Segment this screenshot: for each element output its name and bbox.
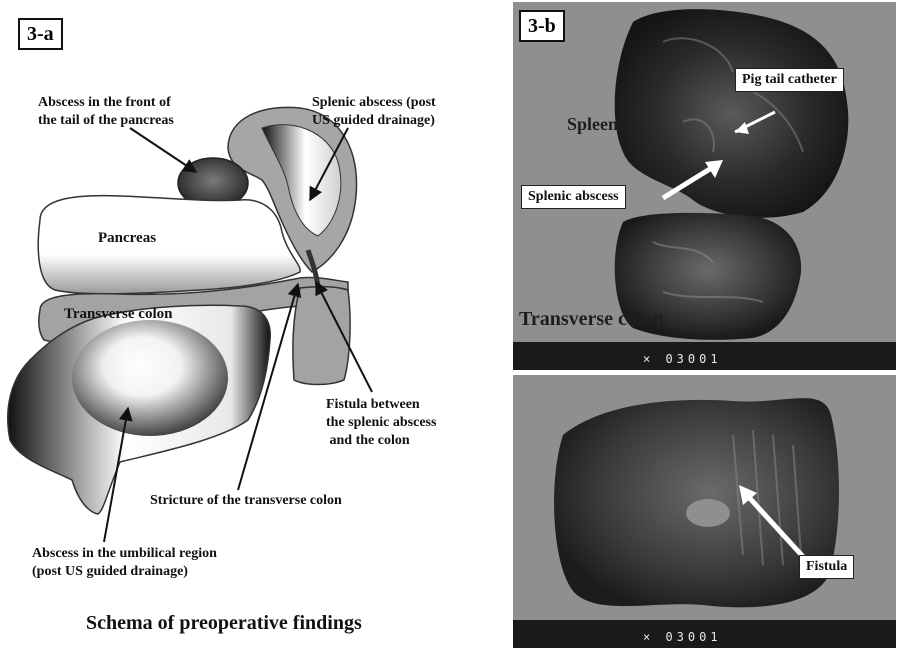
specimen-photo-top: 3-b Spleen Transverse colon Pig tail cat…	[513, 2, 896, 370]
label-splenic-abscess: Splenic abscess (post US guided drainage…	[312, 94, 436, 130]
label-pancreas: Pancreas	[98, 230, 156, 247]
label-transverse-colon: Transverse colon	[64, 306, 172, 323]
specimen-photo-bottom: Fistula × 03001	[513, 375, 896, 648]
label-fistula: Fistula between the splenic abscess and …	[326, 396, 436, 450]
pancreas-shape	[38, 196, 300, 294]
photo-label-spleen: Spleen	[567, 114, 618, 135]
panel-b-label: 3-b	[519, 10, 565, 42]
figure-caption: Schema of preoperative findings	[86, 612, 362, 635]
scale-bar-bottom: × 03001	[513, 620, 896, 648]
label-abscess-pancreas-tail: Abscess in the front of the tail of the …	[38, 94, 174, 130]
schema-panel: 3-a Abscess in the front of the tail of …	[0, 0, 510, 650]
descending-colon-shape	[293, 287, 350, 385]
specimen-bottom-drawing	[513, 375, 896, 648]
scale-text-bottom: × 03001	[643, 630, 722, 644]
callout-fistula: Fistula	[799, 555, 854, 579]
label-stricture: Stricture of the transverse colon	[150, 492, 342, 510]
arrow-pancreas-tail	[130, 128, 196, 172]
panel-a-label: 3-a	[18, 18, 63, 50]
scale-bar-top: × 03001	[513, 342, 896, 370]
callout-pig-tail-catheter: Pig tail catheter	[735, 68, 844, 92]
callout-splenic-abscess: Splenic abscess	[521, 185, 626, 209]
spleen-specimen	[615, 9, 849, 218]
photo-label-transverse-colon: Transverse colon	[519, 308, 664, 331]
label-umbilical-abscess: Abscess in the umbilical region (post US…	[32, 545, 217, 581]
fistula-hole	[686, 499, 730, 527]
scale-text-top: × 03001	[643, 352, 722, 366]
